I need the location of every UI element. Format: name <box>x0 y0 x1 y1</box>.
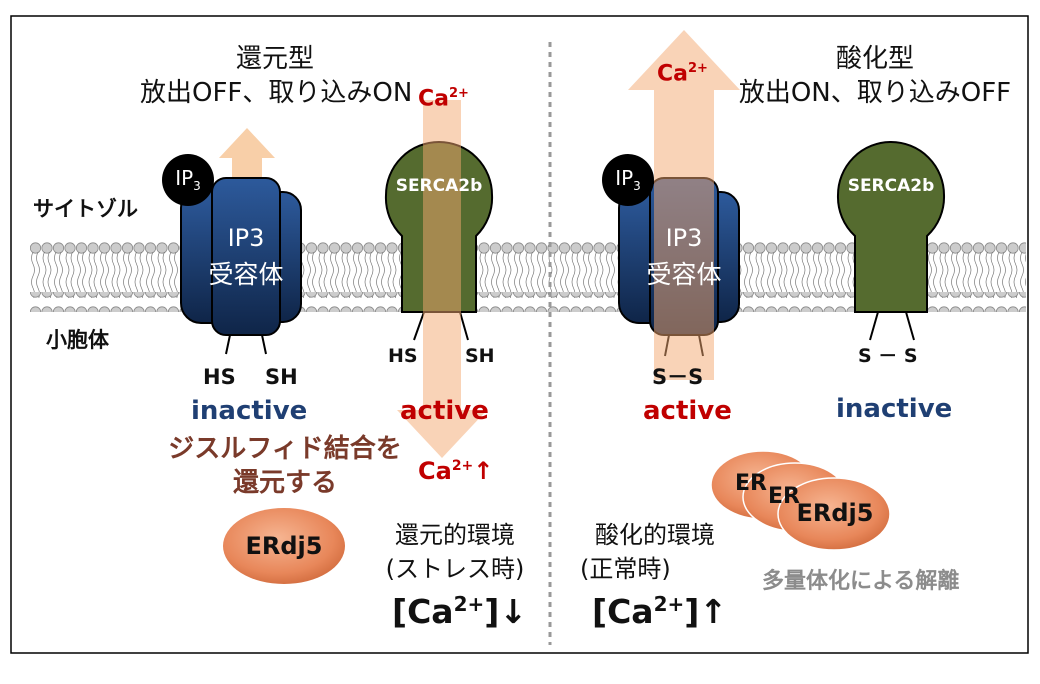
ip3r-release-arrow <box>628 30 740 380</box>
right-ip3-ball-sub: 3 <box>633 179 641 193</box>
ip3-receptor-left <box>180 177 302 336</box>
left-ca-bottom-arrow: ↑ <box>473 457 494 485</box>
left-ca-bottom-sup: 2+ <box>451 458 474 474</box>
cytosol-label: サイトゾル <box>33 197 138 221</box>
left-ca-level-close: ] <box>484 592 500 631</box>
left-ip3-ball-sub: 3 <box>193 179 201 193</box>
right-env-line2: (正常時) <box>580 555 671 583</box>
left-ip3r-state: inactive <box>191 396 308 426</box>
erdj5-left-ball <box>223 508 345 584</box>
left-ca-bottom-text: Ca <box>418 457 452 485</box>
left-ip3-ball-main: IP <box>175 166 194 190</box>
right-ca-level-main: [Ca <box>592 592 654 631</box>
right-serca-label: SERCA2b <box>847 176 935 196</box>
left-env-line2: (ストレス時) <box>385 555 525 583</box>
left-title-line1: 還元型 <box>235 44 314 74</box>
left-ca-level-main: [Ca <box>392 592 454 631</box>
erdj5-multimer-ball-3 <box>777 477 891 551</box>
right-ip3r-disulfide: S－S <box>652 365 704 389</box>
right-erdj5-label-c: ERdj5 <box>796 499 874 527</box>
serca-right-disulfide-link-r <box>905 311 915 341</box>
left-ip3r-thiol-hs: HS <box>203 365 236 389</box>
serca-uptake-arrow <box>397 100 487 458</box>
right-serca-state: inactive <box>836 394 953 424</box>
ip3r-release-arrow-blocked <box>219 128 275 180</box>
right-env-line1: 酸化的環境 <box>595 521 715 549</box>
serca-left-thiol-link-r <box>459 311 469 341</box>
left-title-line2: 放出OFF、取り込みON <box>140 78 413 108</box>
er-lumen-label: 小胞体 <box>46 328 109 352</box>
left-receptor-line2: 受容体 <box>208 260 284 289</box>
right-ip3-ball-main: IP <box>615 166 634 190</box>
right-ip3r-state: active <box>643 396 732 426</box>
left-receptor-line1: IP3 <box>227 224 265 252</box>
right-receptor-line1: IP3 <box>665 224 703 252</box>
serca-right-body <box>836 141 946 313</box>
ip3-ball-left <box>162 154 214 206</box>
left-ca-level-sup: 2+ <box>453 592 485 616</box>
right-ca-top-sup: 2+ <box>688 61 708 76</box>
left-ca-level-arrow: ↓ <box>499 592 528 631</box>
ip3-ball-right <box>602 154 654 206</box>
right-ca-level-arrow: ↑ <box>699 592 728 631</box>
left-reduce-line1: ジスルフィド結合を <box>168 434 402 464</box>
right-serca-disulfide: S － S <box>858 345 918 367</box>
left-ca-top-sup: 2+ <box>449 86 469 101</box>
serca-pump-right <box>836 141 946 313</box>
right-ca-top-label: Ca2+ <box>657 62 708 85</box>
ip3r-left-thiol-link-r <box>261 334 267 355</box>
left-ca-bottom-label: Ca2+↑ <box>418 459 493 483</box>
ip3r-left-subunit-front <box>211 177 281 336</box>
left-serca-thiol-hs: HS <box>388 345 418 367</box>
serca-right-disulfide-link-l <box>869 311 879 341</box>
left-ca-top-label: Ca2+ <box>418 87 469 110</box>
left-reduce-line2: 還元する <box>232 468 337 498</box>
right-multimer-caption: 多量体化による解離 <box>762 569 960 594</box>
left-env-line1: 還元的環境 <box>395 521 515 549</box>
erdj5-multimer <box>710 450 891 551</box>
right-receptor-line2: 受容体 <box>646 260 722 289</box>
ip3r-left-thiol-link-l <box>225 334 231 355</box>
right-ca-level: [Ca2+]↑ <box>592 594 727 628</box>
right-ca-level-sup: 2+ <box>653 592 685 616</box>
left-serca-label: SERCA2b <box>395 176 483 196</box>
left-serca-state: active <box>400 396 489 426</box>
left-erdj5-label: ERdj5 <box>245 532 323 560</box>
right-ip3-ball-label: IP3 <box>604 168 652 192</box>
right-title-line2: 放出ON、取り込みOFF <box>738 78 1012 108</box>
right-ca-top-text: Ca <box>657 61 688 87</box>
left-ca-top-text: Ca <box>418 86 449 112</box>
right-title-line1: 酸化型 <box>835 44 914 74</box>
right-ca-level-close: ] <box>684 592 700 631</box>
right-erdj5-label-a: ER <box>735 471 767 496</box>
serca-left-thiol-link-l <box>413 311 425 341</box>
left-ca-level: [Ca2+]↓ <box>392 594 527 628</box>
frame-border <box>10 15 1029 654</box>
left-ip3-ball-label: IP3 <box>164 168 212 192</box>
left-serca-thiol-sh: SH <box>465 345 495 367</box>
right-erdj5-label-b: ER <box>768 484 800 509</box>
left-ip3r-thiol-sh: SH <box>265 365 298 389</box>
